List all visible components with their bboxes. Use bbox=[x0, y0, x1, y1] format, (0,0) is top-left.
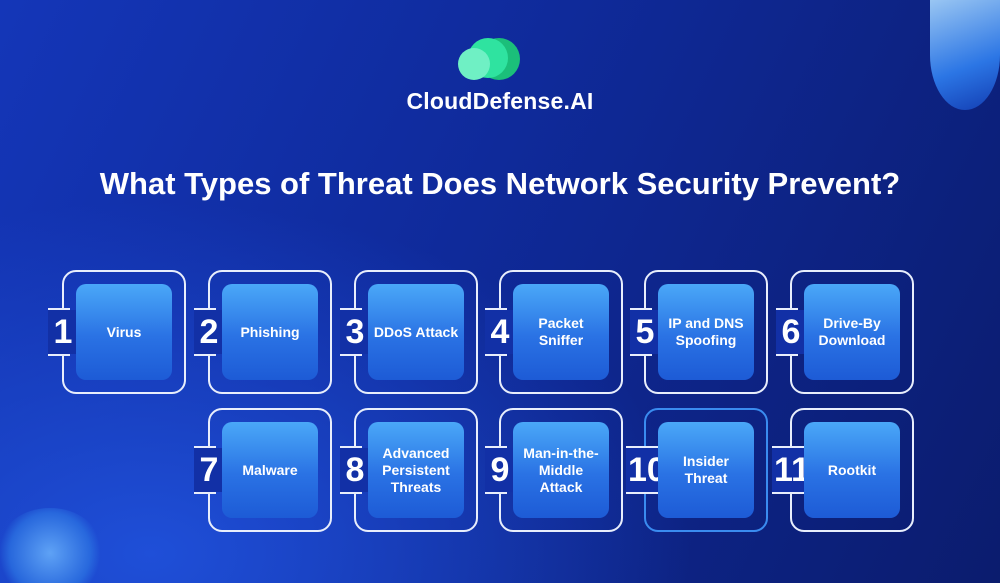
threat-label: Phishing bbox=[222, 284, 318, 380]
threat-label: Malware bbox=[222, 422, 318, 518]
threat-number: 8 bbox=[340, 446, 370, 494]
threat-label: Packet Sniffer bbox=[513, 284, 609, 380]
threat-number: 1 bbox=[48, 308, 78, 356]
page-title: What Types of Threat Does Network Securi… bbox=[99, 166, 901, 201]
threat-label: Virus bbox=[76, 284, 172, 380]
threat-number: 9 bbox=[485, 446, 515, 494]
threat-label: Rootkit bbox=[804, 422, 900, 518]
threat-label: Advanced Persistent Threats bbox=[368, 422, 464, 518]
cloud-logo-icon bbox=[458, 38, 522, 82]
shield-decoration bbox=[0, 508, 100, 583]
threat-number: 6 bbox=[776, 308, 806, 356]
threat-number: 5 bbox=[630, 308, 660, 356]
threat-label: DDoS Attack bbox=[368, 284, 464, 380]
threat-number: 4 bbox=[485, 308, 515, 356]
threat-number: 7 bbox=[194, 446, 224, 494]
threat-label: Insider Threat bbox=[658, 422, 754, 518]
brand-name: CloudDefense.AI bbox=[406, 88, 594, 114]
threat-label: IP and DNS Spoofing bbox=[658, 284, 754, 380]
shield-decoration bbox=[930, 0, 1000, 110]
threat-label: Man-in-the-Middle Attack bbox=[513, 422, 609, 518]
threat-number: 3 bbox=[340, 308, 370, 356]
threat-number: 2 bbox=[194, 308, 224, 356]
threat-label: Drive-By Download bbox=[804, 284, 900, 380]
